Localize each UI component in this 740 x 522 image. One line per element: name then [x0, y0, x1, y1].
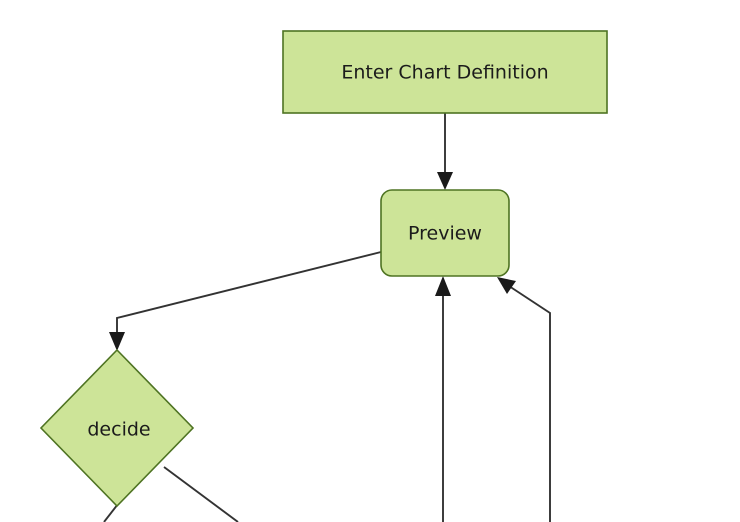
edge-line [103, 503, 119, 522]
node-label: decide [87, 419, 150, 441]
edge-decide-to-bottom-right[interactable] [163, 466, 239, 522]
arrowhead-icon [437, 172, 453, 190]
edge-bottom-center-to-preview[interactable] [435, 276, 451, 522]
node-rounded-rectangle [380, 189, 510, 277]
node-diamond [39, 348, 195, 508]
node-decide[interactable]: decide [39, 348, 195, 508]
arrowhead-icon [109, 332, 125, 351]
edge-decide-to-bottom-left[interactable] [103, 503, 119, 522]
edge-layer [103, 113, 551, 522]
arrowhead-icon [435, 276, 451, 296]
node-preview[interactable]: Preview [380, 189, 510, 277]
edge-bottom-right-to-preview[interactable] [497, 277, 551, 522]
arrowhead-icon [497, 277, 516, 294]
edge-line [508, 285, 551, 522]
node-rectangle [282, 30, 608, 114]
node-layer: Enter Chart Definition Preview decide [39, 30, 608, 508]
node-enter-chart-definition[interactable]: Enter Chart Definition [282, 30, 608, 114]
edge-line [163, 466, 239, 522]
node-label: Enter Chart Definition [341, 62, 548, 84]
node-label: Preview [408, 223, 482, 245]
edge-enter-to-preview[interactable] [437, 113, 453, 190]
edge-line [116, 251, 382, 339]
edge-preview-to-decide[interactable] [109, 251, 382, 351]
